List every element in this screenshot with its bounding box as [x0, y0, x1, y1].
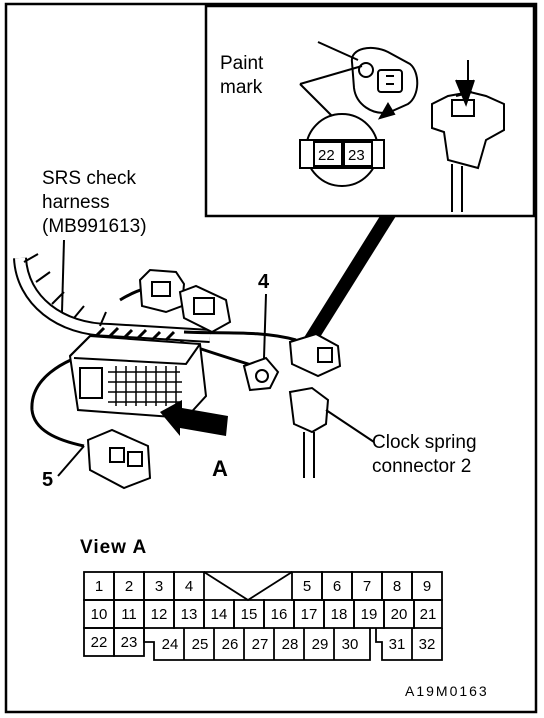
pin-number: 15 — [240, 606, 258, 623]
inset-detail-box — [204, 4, 536, 218]
view-a-title: View A — [80, 537, 148, 558]
pin-layout-grid — [83, 571, 443, 661]
paint-mark-label-line2: mark — [220, 77, 263, 98]
pin-number: 4 — [184, 578, 194, 595]
pin-number: 1 — [94, 578, 104, 595]
pin-number: 27 — [251, 636, 269, 653]
pin-number: 25 — [191, 636, 209, 653]
round-connector-face — [299, 113, 385, 187]
inset-pin-label-left: 22 — [318, 147, 335, 164]
pin-number: 2 — [124, 578, 134, 595]
pin-number: 31 — [388, 636, 406, 653]
zoom-wedge — [300, 216, 396, 350]
view-a-arrow — [160, 400, 228, 436]
pin-number: 19 — [360, 606, 378, 623]
test-connector-4 — [242, 293, 280, 392]
clock-spring-connector-detail — [431, 60, 505, 212]
inset-pin-label-right: 23 — [348, 147, 365, 164]
pin-number: 9 — [422, 578, 432, 595]
pin-number: 23 — [120, 634, 138, 651]
clock-spring-connector — [288, 332, 375, 478]
pin-number: 5 — [302, 578, 312, 595]
paint-mark-connector — [299, 41, 419, 120]
pin-number: 16 — [270, 606, 288, 623]
pin-number: 12 — [150, 606, 168, 623]
pin-number: 13 — [180, 606, 198, 623]
pin-number: 28 — [281, 636, 299, 653]
main-harness-connector — [68, 326, 208, 420]
srs-harness-label-line2: harness — [42, 192, 110, 213]
figure-id: A19M0163 — [405, 683, 489, 699]
pin-number: 26 — [221, 636, 239, 653]
test-connector-5 — [57, 428, 152, 490]
pin-number: 24 — [161, 636, 179, 653]
pin-number: 17 — [300, 606, 318, 623]
callout-number-5: 5 — [42, 469, 54, 491]
srs-harness-label-line1: SRS check — [42, 168, 136, 189]
pin-number: 11 — [121, 606, 137, 623]
view-arrow-label: A — [212, 456, 228, 481]
pin-number: 22 — [90, 634, 108, 651]
srs-harness-label-line3: (MB991613) — [42, 216, 147, 237]
pin-number: 14 — [210, 606, 228, 623]
pin-number: 18 — [330, 606, 348, 623]
clock-spring-label-line2: connector 2 — [372, 456, 472, 477]
pin-number: 32 — [418, 636, 436, 653]
pin-number: 29 — [311, 636, 329, 653]
pin-number: 21 — [419, 606, 437, 623]
pin-number: 7 — [362, 578, 372, 595]
pin-number: 3 — [154, 578, 164, 595]
pin-number: 20 — [390, 606, 408, 623]
upper-plug-connector — [138, 268, 232, 334]
figure-frame — [4, 2, 538, 714]
paint-mark-label-line1: Paint — [220, 53, 264, 74]
pin-number: 10 — [90, 606, 108, 623]
clock-spring-label-line1: Clock spring — [372, 432, 477, 453]
callout-number-4: 4 — [258, 271, 270, 293]
pin-number: 30 — [341, 636, 359, 653]
pin-number: 6 — [332, 578, 342, 595]
pin-number: 8 — [392, 578, 402, 595]
